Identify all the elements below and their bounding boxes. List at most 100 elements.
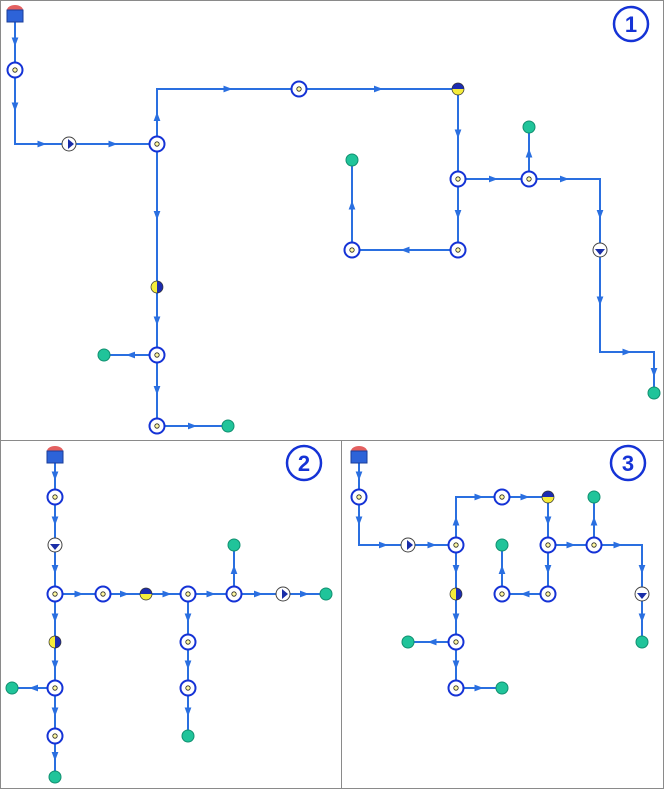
panel-1-junction-j4: [449, 170, 467, 188]
leaf-node: [5, 681, 19, 695]
leaf-node: [401, 635, 415, 649]
panel-2-leaf-l5: [48, 770, 62, 784]
valve-half-yellow: [140, 594, 152, 600]
panel-3-pump-down-p2: [634, 586, 650, 602]
panel-1-flow-arrow: [11, 37, 19, 47]
valve-half-blue: [157, 281, 163, 293]
valve-half-blue: [55, 636, 61, 648]
valve-half-yellow: [452, 89, 464, 95]
panel-3-junction-j6: [539, 585, 557, 603]
panel-1-junction-j3: [290, 80, 308, 98]
panel-3-flow-arrow: [452, 565, 460, 574]
panel-3-flow-arrow: [544, 565, 552, 574]
panel-2-junction-j3: [94, 585, 112, 603]
panel-1-junction-j5: [520, 170, 538, 188]
panel-3-pipe-12: [594, 544, 643, 594]
panel-2-junction-j6: [179, 633, 197, 651]
leaf-node: [587, 490, 601, 504]
panel-3-flow-arrow: [638, 613, 646, 623]
leaf-node: [227, 538, 241, 552]
leaf-node: [495, 538, 509, 552]
junction-dot: [453, 685, 459, 691]
panel-3-leaf-l2: [495, 538, 509, 552]
panel-1-junction-j8: [148, 346, 166, 364]
junction-dot: [154, 352, 160, 358]
panel-2-flow-arrow: [51, 516, 59, 526]
leaf-node: [97, 348, 111, 362]
panel-1-flow-arrow: [188, 422, 197, 430]
panel-2-flow-arrow: [300, 590, 309, 598]
valve-half-blue: [452, 83, 464, 89]
junction-dot: [453, 639, 459, 645]
panel-3-flow-arrow: [520, 590, 530, 598]
leaf-node: [522, 120, 536, 134]
valve-outline: [48, 635, 62, 649]
tank-cap: [351, 446, 367, 451]
valve-outline: [150, 280, 164, 294]
panel-2-tank-t1: [46, 446, 64, 464]
panel-3-leaf-l1: [587, 490, 601, 504]
panel-badges: 1 2 3: [285, 5, 650, 482]
panel-3-flow-arrow: [474, 493, 484, 501]
valve-half-yellow: [49, 636, 55, 648]
panel-3-flow-arrow: [474, 684, 484, 692]
junction-dot: [591, 542, 597, 548]
panel-2-badge-ring: [285, 444, 323, 482]
panel-2-valve-left-v2: [48, 635, 62, 649]
panel-1-flow-arrow: [153, 112, 161, 121]
panel-3-pipe-4: [455, 496, 502, 545]
panel-1-junction-j6: [449, 241, 467, 259]
panel-1-flow-arrow: [223, 85, 233, 93]
panel-3-junction-j8: [447, 633, 465, 651]
panel-1-leaf-l3: [647, 386, 661, 400]
panel-1-flow-arrow: [454, 210, 462, 219]
panel-2-badge-label: 2: [298, 451, 310, 476]
valve-outline: [139, 587, 153, 601]
leaf-node: [181, 729, 195, 743]
leaf-node: [48, 770, 62, 784]
panel-1-pipe-12: [529, 178, 601, 250]
nodes: [5, 5, 661, 784]
panel-3-flow-arrow: [427, 638, 437, 646]
panel-3-leaf-l3: [635, 635, 649, 649]
pump-arrow: [68, 139, 74, 149]
leaf-node: [495, 681, 509, 695]
panel-3-flow-arrow: [452, 613, 460, 623]
pump-arrow: [407, 540, 413, 550]
panel-1-badge-ring: [612, 5, 650, 43]
junction-dot: [185, 685, 191, 691]
panel-3-flow-arrow: [638, 565, 646, 574]
panel-1-flow-arrow: [489, 175, 498, 183]
junction-dot: [455, 247, 461, 253]
panel-3-flow-arrow: [452, 516, 460, 526]
panel-1-flow-arrow: [153, 316, 161, 326]
junction-dot: [296, 86, 302, 92]
valve-half-yellow: [542, 497, 554, 503]
panel-3-flow-arrow: [520, 493, 530, 501]
leaf-node: [345, 153, 359, 167]
panel-3-flow-arrow: [544, 516, 552, 526]
panel-1-flow-arrow: [400, 246, 410, 254]
panel-2-leaf-l4: [5, 681, 19, 695]
panel-3-junction-j4: [539, 536, 557, 554]
panel-2-flow-arrow: [51, 471, 59, 481]
panel-1-flow-arrow: [596, 296, 604, 306]
panel-2-flow-arrow: [230, 565, 238, 574]
junction-dot: [100, 591, 106, 597]
junction-dot: [526, 176, 532, 182]
panel-1-leaf-l5: [221, 419, 235, 433]
tank-body: [6, 9, 24, 23]
junction-dot: [455, 176, 461, 182]
panel-1-junction-j9: [148, 417, 166, 435]
panel-2-flow-arrow: [184, 613, 192, 623]
panel-1-flow-arrow: [525, 148, 533, 158]
panel-3-tank-t1: [350, 446, 368, 464]
junction-dot: [231, 591, 237, 597]
panel-2-badge: 2: [285, 444, 323, 482]
panel-3-flow-arrow: [452, 660, 460, 670]
panel-3-pump-right-p1: [400, 537, 416, 553]
junction-dot: [52, 591, 58, 597]
panel-1-flow-arrow: [37, 140, 47, 148]
